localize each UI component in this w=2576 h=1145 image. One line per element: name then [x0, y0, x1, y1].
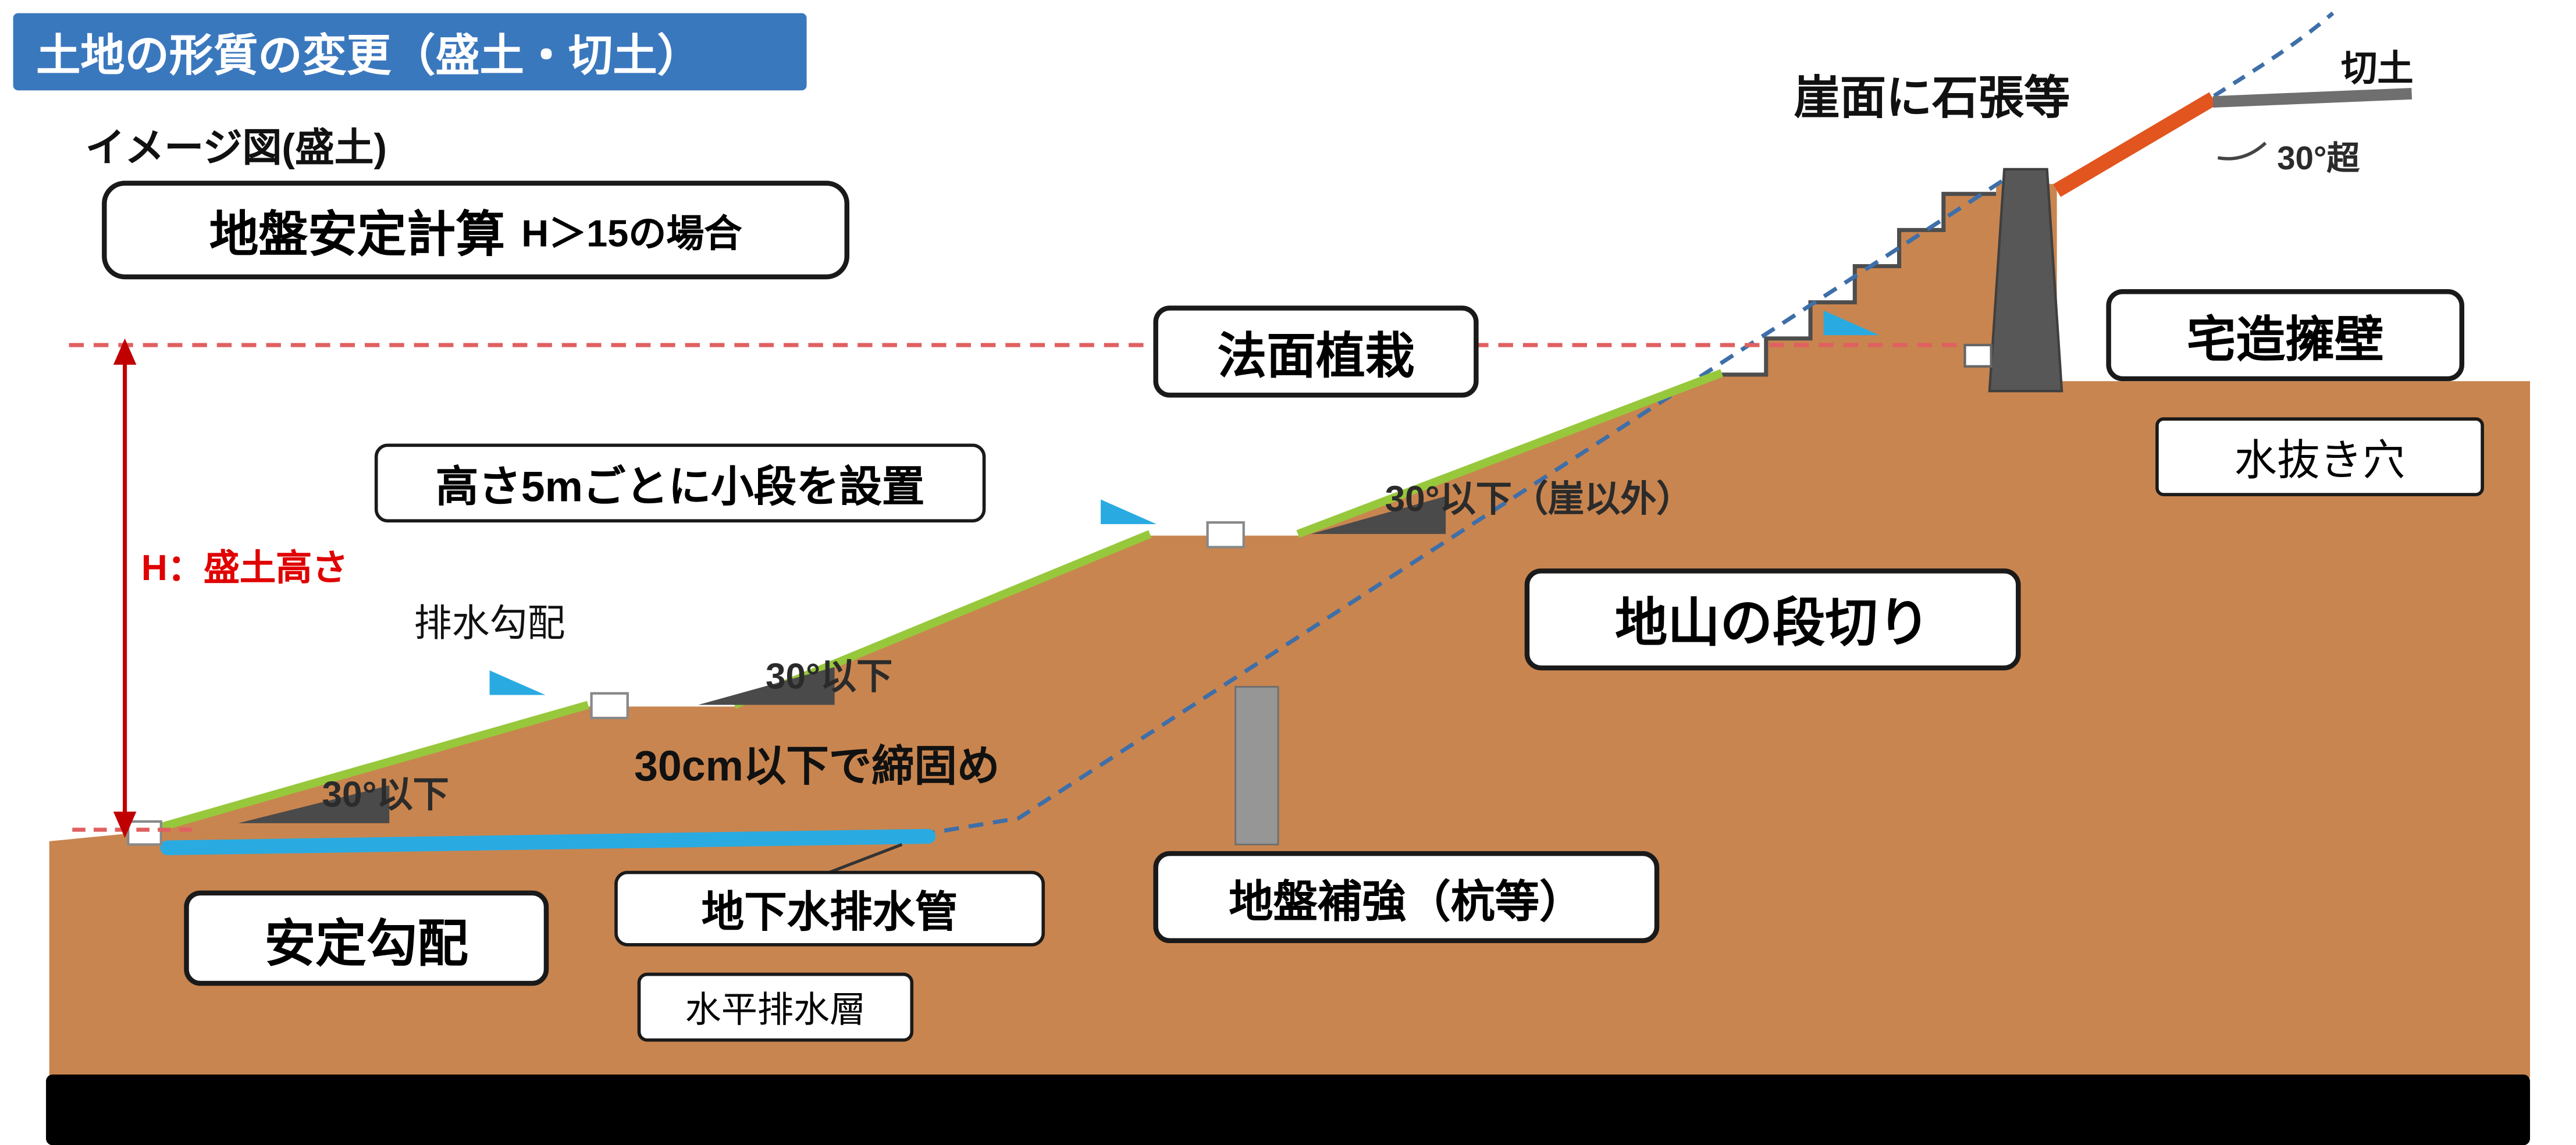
ground-stability-condition: H＞15の場合: [521, 212, 742, 255]
drainage-gradient-label: 排水勾配: [414, 601, 565, 645]
fill-height-label: H：盛土高さ: [141, 547, 348, 588]
drain-notch-base: [127, 820, 162, 846]
title-banner: 土地の形質の変更（盛土・切土）: [13, 13, 807, 91]
drain-notch-bench1: [590, 692, 629, 720]
earth-fill: [49, 184, 2530, 1078]
retaining-wall-shape: [1988, 168, 2063, 393]
drain-notch-bench2: [1206, 521, 1245, 549]
groundwater-pipe-box: 地下水排水管: [614, 870, 1045, 947]
cut-label: 切土: [2341, 47, 2414, 89]
drain-hole-box: 水抜き穴: [2155, 417, 2484, 496]
original-ground-dashed-line: [919, 176, 2009, 837]
leader-line-groundwater-pipe: [824, 843, 903, 876]
cut-line: [2212, 88, 2413, 108]
fill-height-arrowhead-bottom: [113, 812, 137, 838]
drain-notch-wall: [1963, 343, 1993, 368]
fill-height-arrowhead-top: [113, 338, 137, 365]
stone-cladding-line: [2053, 92, 2217, 197]
stable-gradient-box: 安定勾配: [184, 890, 549, 986]
slope-surface-line-3: [1296, 369, 1724, 538]
water-triangle-icon-1: [489, 670, 546, 695]
angle-wedge-2: [698, 667, 835, 705]
berm-box: 高さ5mごとに小段を設置: [374, 443, 986, 523]
cut-ground-dashed-curve: [2193, 11, 2335, 111]
angle-over-label: 30°超: [2277, 141, 2360, 177]
angle-label-1: 30°以下: [322, 774, 449, 815]
diagram-subtitle: イメージ図(盛土): [85, 126, 387, 171]
benching-steps-outline: [1721, 191, 1997, 377]
benching-box: 地山の段切り: [1524, 568, 2021, 671]
compaction-label: 30cm以下で締固め: [634, 741, 1000, 791]
stone-cladding-label: 崖面に石張等: [1794, 72, 2070, 123]
horizontal-drain-layer-line: [160, 828, 936, 855]
ground-stability-box: 地盤安定計算 H＞15の場合: [102, 180, 850, 280]
slope-planting-box: 法面植栽: [1153, 305, 1479, 398]
bottom-bar: [46, 1074, 2530, 1145]
retaining-wall-box: 宅造擁壁: [2106, 289, 2464, 382]
horizontal-drain-box: 水平排水層: [637, 972, 914, 1042]
angle-arc: [2217, 141, 2267, 161]
slope-surface-line-1: [150, 700, 589, 834]
ground-reinforce-box: 地盤補強（杭等）: [1153, 851, 1660, 943]
angle-wedge-1: [238, 785, 390, 823]
pile-shape: [1234, 686, 1279, 845]
ground-stability-main: 地盤安定計算: [209, 208, 506, 263]
water-triangle-icon-2: [1101, 499, 1157, 524]
angle-wedge-3: [1311, 496, 1446, 534]
angle-label-2: 30°以下: [765, 655, 893, 697]
angle-label-3: 30°以下（崖以外）: [1385, 478, 1693, 520]
